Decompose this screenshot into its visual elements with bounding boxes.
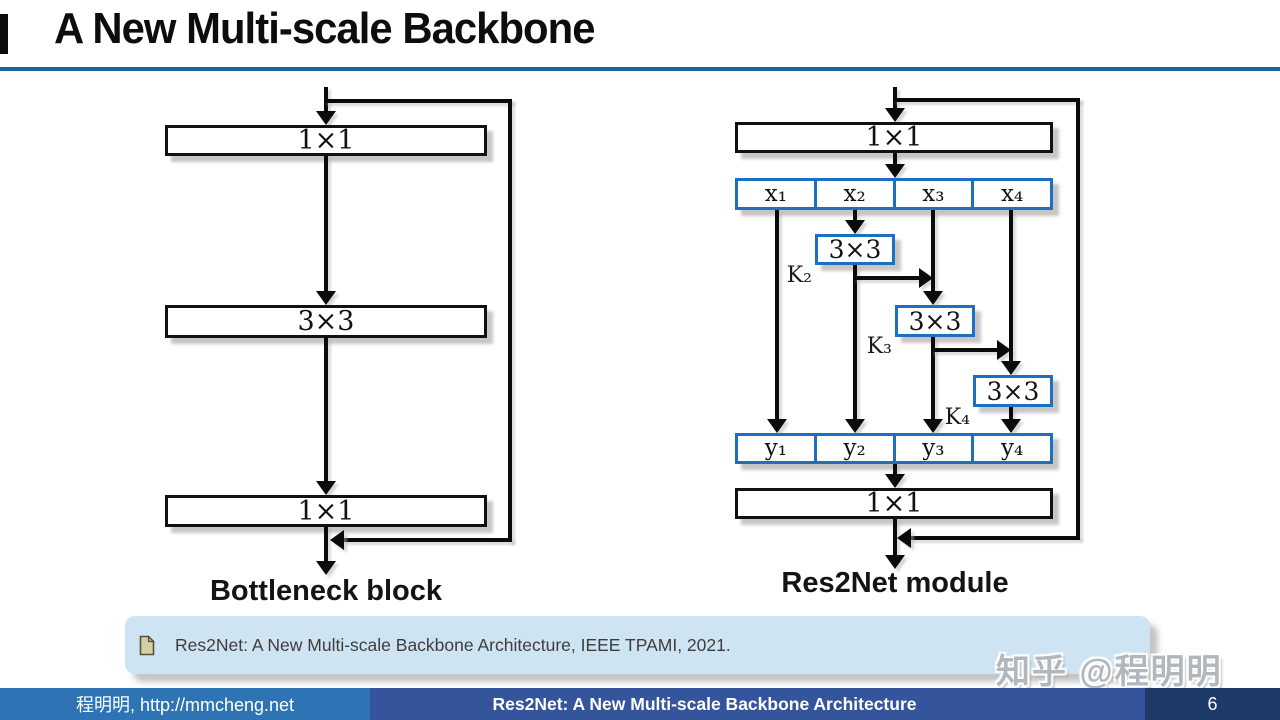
connector-line (324, 337, 328, 481)
conv-1x1-box: 1×1 (165, 495, 487, 527)
conv-label: 3×3 (297, 306, 355, 337)
document-icon (139, 634, 155, 656)
watermark-text: 知乎 @程明明 (996, 653, 1223, 691)
skip-join-line (909, 536, 1080, 540)
k3-label: K₃ (866, 334, 892, 359)
down-arrowhead (1001, 361, 1021, 375)
k2-output-line (853, 265, 857, 419)
skip-branch-line (324, 99, 512, 103)
x4-cell: x₄ (971, 181, 1050, 207)
down-arrowhead (316, 561, 336, 575)
connector-line (893, 464, 897, 475)
citation-box: Res2Net: A New Multi-scale Backbone Arch… (125, 616, 1150, 674)
footer-title: Res2Net: A New Multi-scale Backbone Arch… (370, 688, 1145, 720)
skip-branch-line (893, 98, 1080, 102)
down-arrowhead (767, 419, 787, 433)
conv-1x1-box: 1×1 (165, 125, 487, 156)
down-arrowhead (316, 291, 336, 305)
x4-line (1009, 210, 1013, 362)
x3-line (931, 210, 935, 292)
footer-bar: 程明明, http://mmcheng.net Res2Net: A New M… (0, 688, 1280, 720)
down-arrowhead (885, 164, 905, 178)
down-arrowhead (1001, 419, 1021, 433)
split-x-row: x₁ x₂ x₃ x₄ (735, 178, 1053, 210)
res2net-module-diagram: 1×1 x₁ x₂ x₃ x₄ 3×3 K₂ 3×3 K₃ (700, 85, 1120, 615)
conv-1x1-box: 1×1 (735, 488, 1053, 519)
k2-branch-line (853, 276, 919, 280)
output-line (324, 526, 328, 561)
k3-output-line (931, 337, 935, 419)
conv-label: 3×3 (828, 235, 882, 264)
concat-y-row: y₁ y₂ y₃ y₄ (735, 433, 1053, 464)
y2-cell: y₂ (813, 436, 893, 461)
footer-author: 程明明, http://mmcheng.net (0, 688, 370, 720)
left-arrowhead (897, 528, 911, 548)
down-arrowhead (845, 419, 865, 433)
connector-line (324, 155, 328, 291)
y1-cell: y₁ (764, 435, 787, 461)
conv-3x3-box: 3×3 (165, 305, 487, 338)
x2-line (853, 210, 857, 221)
skip-connection-line (508, 99, 512, 542)
page-number: 6 (1145, 688, 1280, 720)
k2-label: K₂ (786, 263, 812, 288)
skip-connection-line (1076, 98, 1080, 538)
connector-line (893, 152, 897, 164)
conv-label: 1×1 (297, 125, 355, 156)
diagram-caption: Res2Net module (781, 567, 1009, 599)
title-divider (0, 67, 1280, 71)
right-arrowhead (919, 268, 933, 288)
y3-cell: y₃ (892, 436, 972, 461)
conv-1x1-box: 1×1 (735, 122, 1053, 153)
down-arrowhead (923, 291, 943, 305)
down-arrowhead (885, 474, 905, 488)
down-arrowhead (923, 419, 943, 433)
bottleneck-block-diagram: 1×1 3×3 1×1 Bottleneck block (140, 85, 560, 615)
down-arrowhead (316, 481, 336, 495)
left-arrowhead (330, 530, 344, 550)
down-arrowhead (316, 111, 336, 125)
conv-label: 3×3 (908, 306, 962, 336)
diagram-caption: Bottleneck block (209, 575, 443, 607)
conv-3x3-k4-box: 3×3 (973, 375, 1053, 407)
conv-label: 1×1 (865, 488, 923, 519)
title-accent-bar (0, 14, 8, 54)
x2-cell: x₂ (813, 181, 893, 207)
conv-3x3-k2-box: 3×3 (815, 234, 895, 265)
right-arrowhead (997, 340, 1011, 360)
down-arrowhead (885, 108, 905, 122)
x1-cell: x₁ (764, 180, 787, 207)
k4-output-line (1009, 407, 1013, 420)
k3-branch-line (931, 348, 997, 352)
citation-text: Res2Net: A New Multi-scale Backbone Arch… (175, 634, 731, 655)
x3-cell: x₃ (892, 181, 972, 207)
k4-label: K₄ (944, 405, 970, 430)
conv-label: 1×1 (297, 495, 355, 527)
output-line (893, 519, 897, 556)
down-arrowhead (845, 220, 865, 234)
page-title: A New Multi-scale Backbone (54, 4, 595, 53)
down-arrowhead (885, 555, 905, 569)
conv-label: 3×3 (986, 376, 1040, 406)
conv-3x3-k3-box: 3×3 (895, 305, 975, 337)
skip-join-line (342, 538, 512, 542)
y4-cell: y₄ (971, 436, 1050, 461)
conv-label: 1×1 (865, 122, 923, 153)
x1-line (775, 210, 779, 419)
